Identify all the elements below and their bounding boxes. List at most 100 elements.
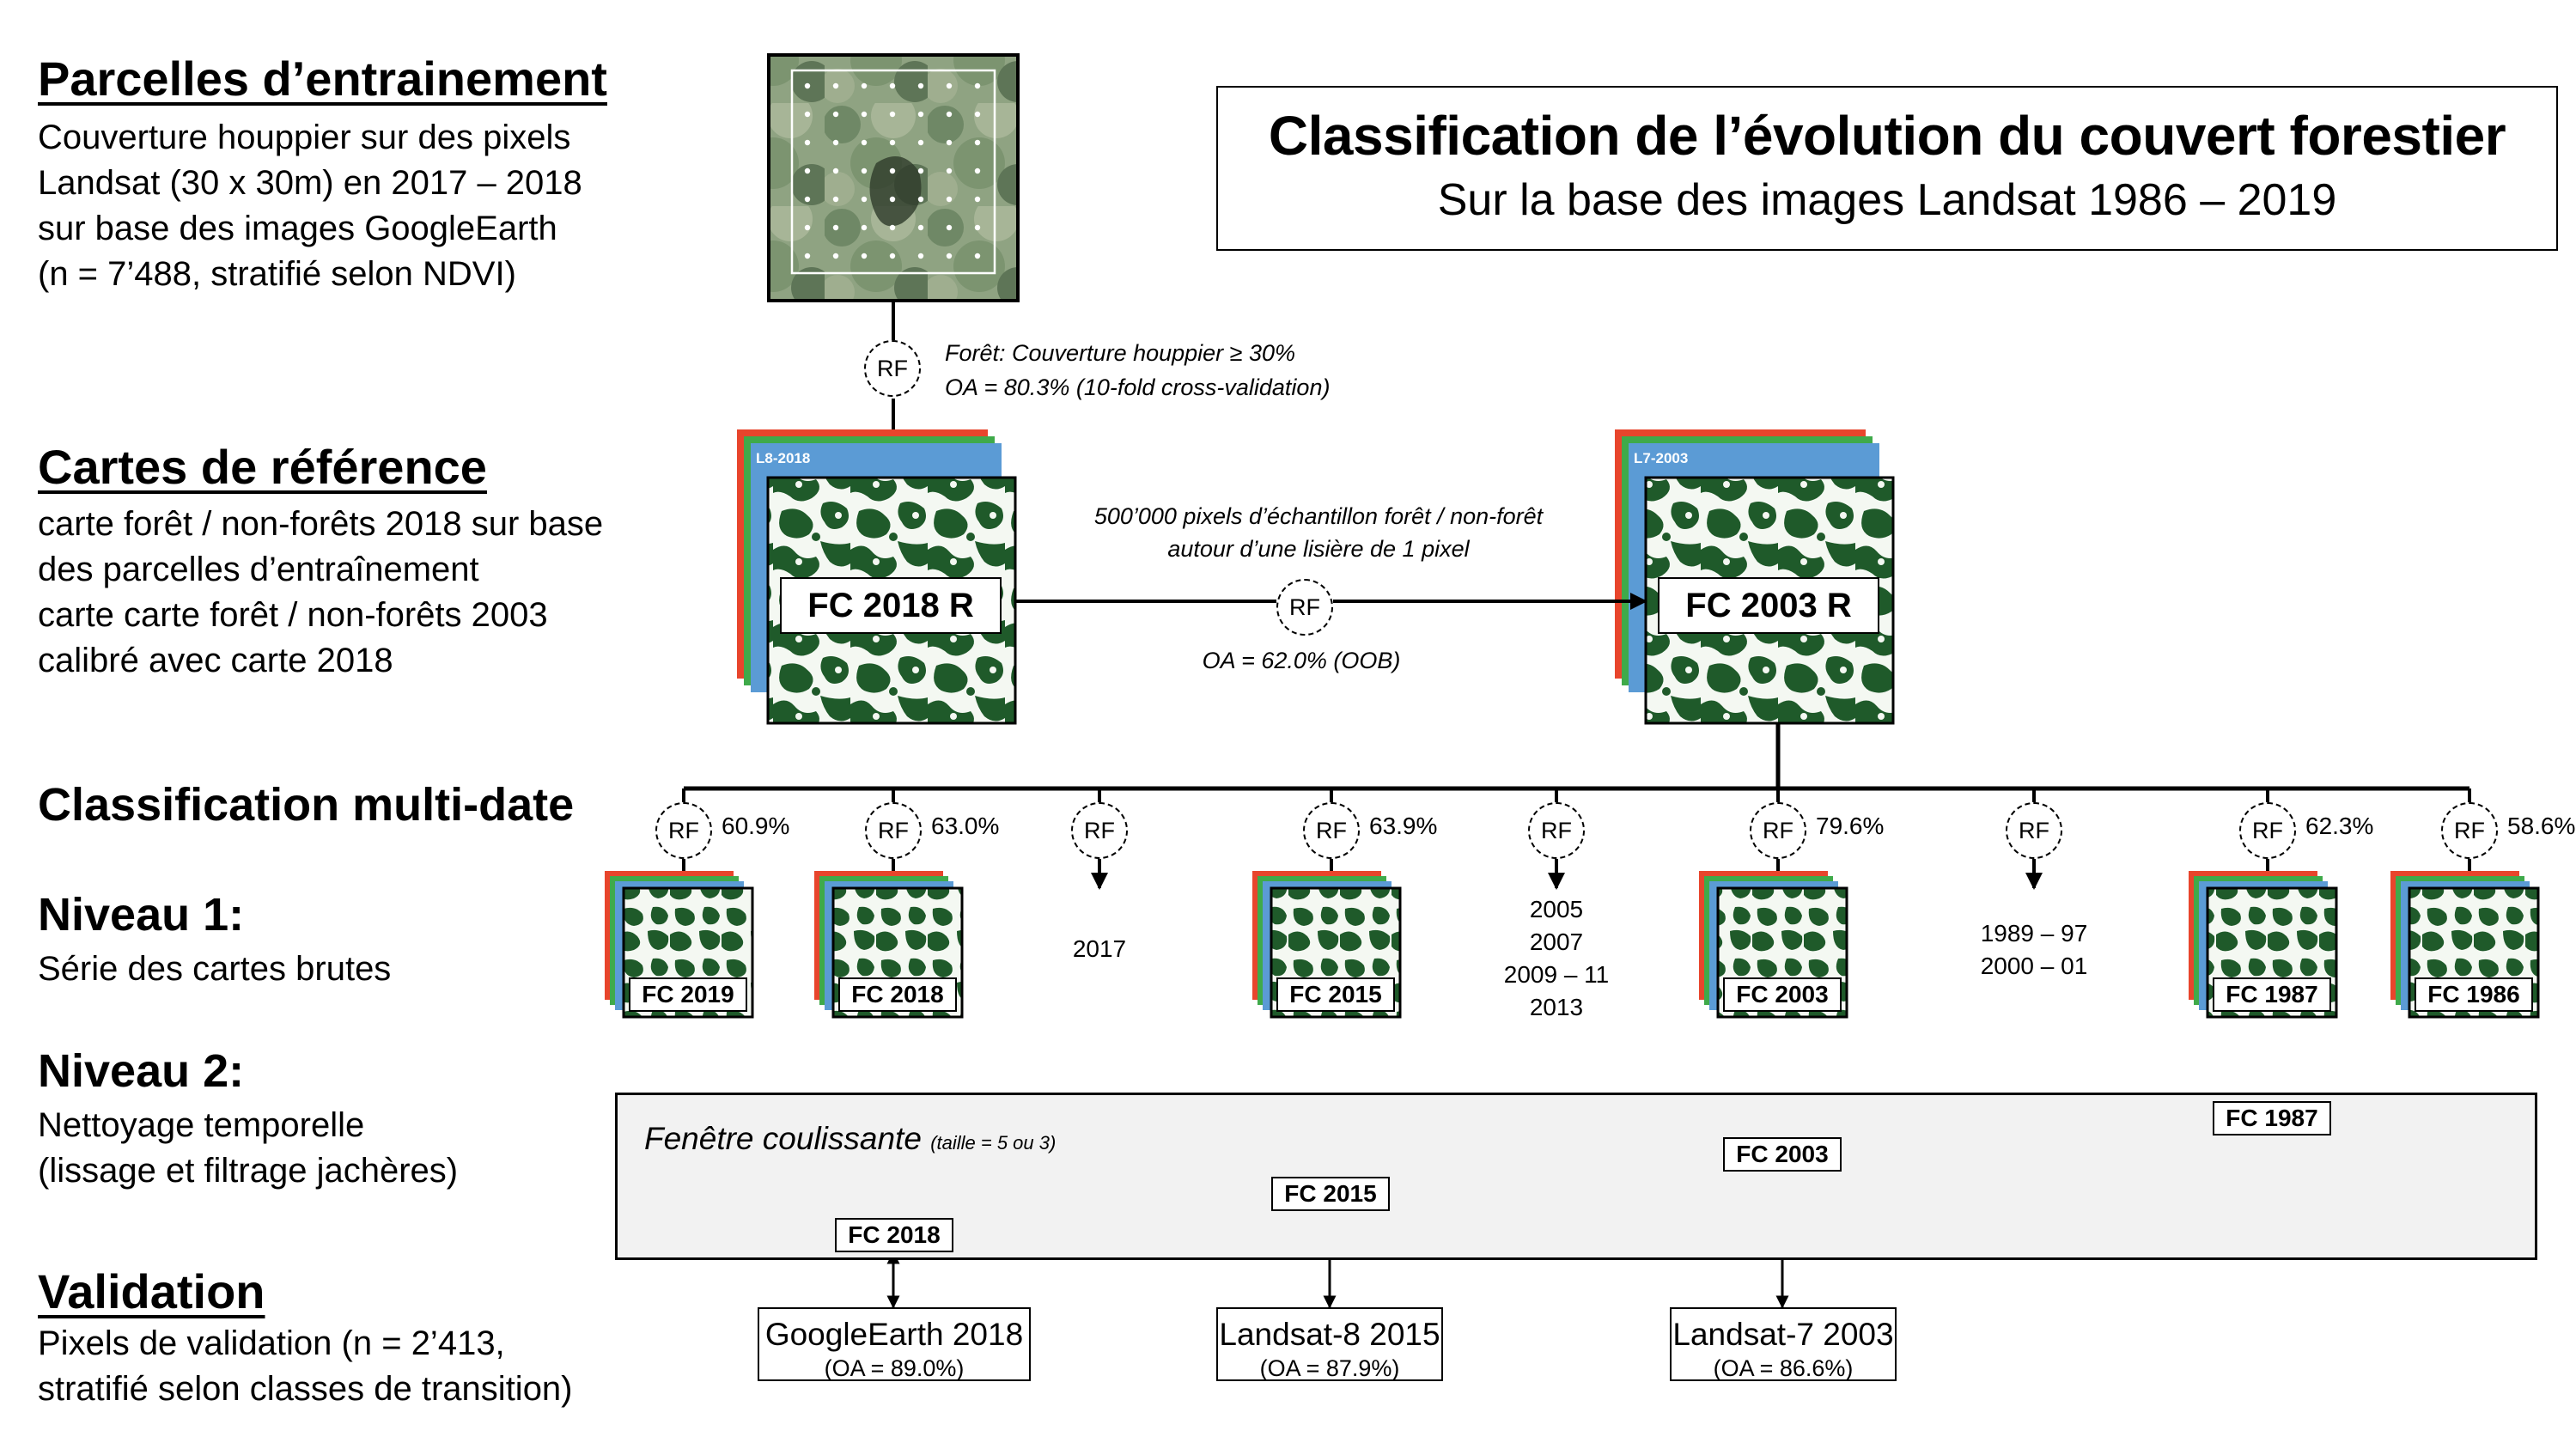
validation-box-landsat8: Landsat-8 2015 (OA = 87.9%)	[1216, 1307, 1443, 1381]
sample-point	[946, 82, 953, 89]
sample-point	[974, 82, 981, 89]
sample-point	[917, 253, 924, 259]
training-heading: Parcelles d’entrainement	[38, 52, 607, 106]
unmapped-years: 2017	[1014, 933, 1185, 965]
sample-point	[974, 253, 981, 259]
unmapped-year: 2009 – 11	[1503, 961, 1610, 988]
sliding-window-label: Fenêtre coulissante (taille = 5 ou 3)	[644, 1121, 1056, 1157]
validation-box-landsat7: Landsat-7 2003 (OA = 86.6%)	[1670, 1307, 1897, 1381]
level1-map-label: FC 1986	[2415, 977, 2533, 1012]
unmapped-year: 2005	[1529, 896, 1584, 922]
level2-description: Nettoyage temporelle (lissage et filtrag…	[38, 1103, 458, 1194]
sample-point	[946, 224, 953, 231]
rf-branch-node: RF	[1528, 802, 1585, 859]
level1-map-label: FC 2018	[838, 977, 957, 1012]
sample-point	[974, 111, 981, 118]
sample-point	[889, 196, 896, 203]
rf-branch-node: RF	[1303, 802, 1360, 859]
reference-line: carte forêt / non-forêts 2018 sur base	[38, 505, 604, 543]
rf-branch-node: RF	[2239, 802, 2296, 859]
level2-line: Nettoyage temporelle	[38, 1106, 365, 1144]
sample-point	[889, 253, 896, 259]
rf-calibration-node: RF	[1276, 579, 1333, 636]
branch-accuracy: 60.9%	[722, 813, 790, 839]
sample-point	[917, 82, 924, 89]
training-line: (n = 7’488, stratifié selon NDVI)	[38, 255, 516, 293]
reference-heading: Cartes de référence	[38, 440, 487, 494]
level2-map-fc2015: FC 2015	[1271, 1177, 1390, 1211]
sample-point	[832, 167, 839, 174]
rf-branch-node: RF	[2441, 802, 2498, 859]
sample-point	[832, 253, 839, 259]
sample-point	[832, 111, 839, 118]
rf-branch-node: RF	[1071, 802, 1128, 859]
sample-point	[917, 167, 924, 174]
sample-point	[804, 253, 811, 259]
multidate-heading: Classification multi-date	[38, 779, 575, 831]
validation-heading: Validation	[38, 1264, 265, 1318]
unmapped-year: 2007	[1529, 928, 1584, 955]
reference-map-fc2003r: FC 2003 R	[1658, 577, 1879, 634]
validation-description: Pixels de validation (n = 2’413, stratif…	[38, 1321, 573, 1412]
sample-point	[946, 111, 953, 118]
sample-point	[804, 196, 811, 203]
training-line: Couverture houppier sur des pixels	[38, 119, 571, 156]
sample-point	[861, 82, 868, 89]
level2-map-fc1987: FC 1987	[2213, 1101, 2331, 1135]
sample-point	[974, 139, 981, 146]
sample-point	[917, 139, 924, 146]
reference-line: des parcelles d’entraînement	[38, 551, 479, 588]
sample-point	[974, 224, 981, 231]
validation-source: Landsat-7 2003	[1672, 1317, 1894, 1352]
sample-point	[946, 253, 953, 259]
rf-training-node: RF	[864, 340, 921, 397]
training-line: sur base des images GoogleEarth	[38, 210, 557, 247]
sample-point	[946, 139, 953, 146]
sample-point	[889, 82, 896, 89]
rf-branch-node: RF	[2006, 802, 2062, 859]
sample-point	[861, 253, 868, 259]
sample-point	[804, 224, 811, 231]
sample-point	[946, 167, 953, 174]
sliding-window-size-note: (taille = 5 ou 3)	[930, 1132, 1057, 1154]
sample-point	[861, 111, 868, 118]
forest-definition-note: Forêt: Couverture houppier ≥ 30%	[945, 340, 1296, 366]
sample-point	[917, 111, 924, 118]
branch-accuracy: 58.6%	[2507, 813, 2576, 839]
training-line: Landsat (30 x 30m) en 2017 – 2018	[38, 164, 582, 202]
title-box: Classification de l’évolution du couvert…	[1216, 86, 2558, 251]
sample-point	[889, 224, 896, 231]
validation-line: Pixels de validation (n = 2’413,	[38, 1324, 505, 1362]
rf-branch-node: RF	[655, 802, 712, 859]
unmapped-year: 1989 – 97	[1980, 920, 2088, 947]
sample-point	[889, 167, 896, 174]
validation-source: Landsat-8 2015	[1219, 1317, 1440, 1352]
sample-note-line1: 500’000 pixels d’échantillon forêt / non…	[1093, 503, 1544, 529]
sample-point	[974, 167, 981, 174]
rf-branch-node: RF	[865, 802, 922, 859]
validation-accuracy: (OA = 86.6%)	[1713, 1355, 1854, 1382]
reference-description: carte forêt / non-forêts 2018 sur base d…	[38, 502, 603, 684]
stack-label-l7: L7-2003	[1634, 450, 1689, 466]
stack-label-l8: L8-2018	[756, 450, 811, 466]
sample-point	[861, 224, 868, 231]
sample-point	[889, 111, 896, 118]
level1-map-label: FC 1987	[2213, 977, 2331, 1012]
level1-description: Série des cartes brutes	[38, 947, 391, 992]
oob-accuracy-note: OA = 62.0% (OOB)	[1202, 648, 1401, 673]
branch-accuracy: 62.3%	[2305, 813, 2374, 839]
sample-point	[861, 167, 868, 174]
unmapped-year: 2000 – 01	[1980, 953, 2088, 979]
title-subtitle: Sur la base des images Landsat 1986 – 20…	[1437, 174, 2337, 225]
sample-point	[946, 196, 953, 203]
sample-point	[804, 111, 811, 118]
branch-accuracy: 63.9%	[1369, 813, 1438, 839]
sample-point	[861, 139, 868, 146]
reference-line: calibré avec carte 2018	[38, 642, 393, 679]
level1-line: Série des cartes brutes	[38, 950, 392, 988]
level1-map-label: FC 2015	[1276, 977, 1395, 1012]
training-accuracy-note: OA = 80.3% (10-fold cross-validation)	[945, 374, 1331, 400]
level2-map-fc2018: FC 2018	[835, 1218, 953, 1252]
